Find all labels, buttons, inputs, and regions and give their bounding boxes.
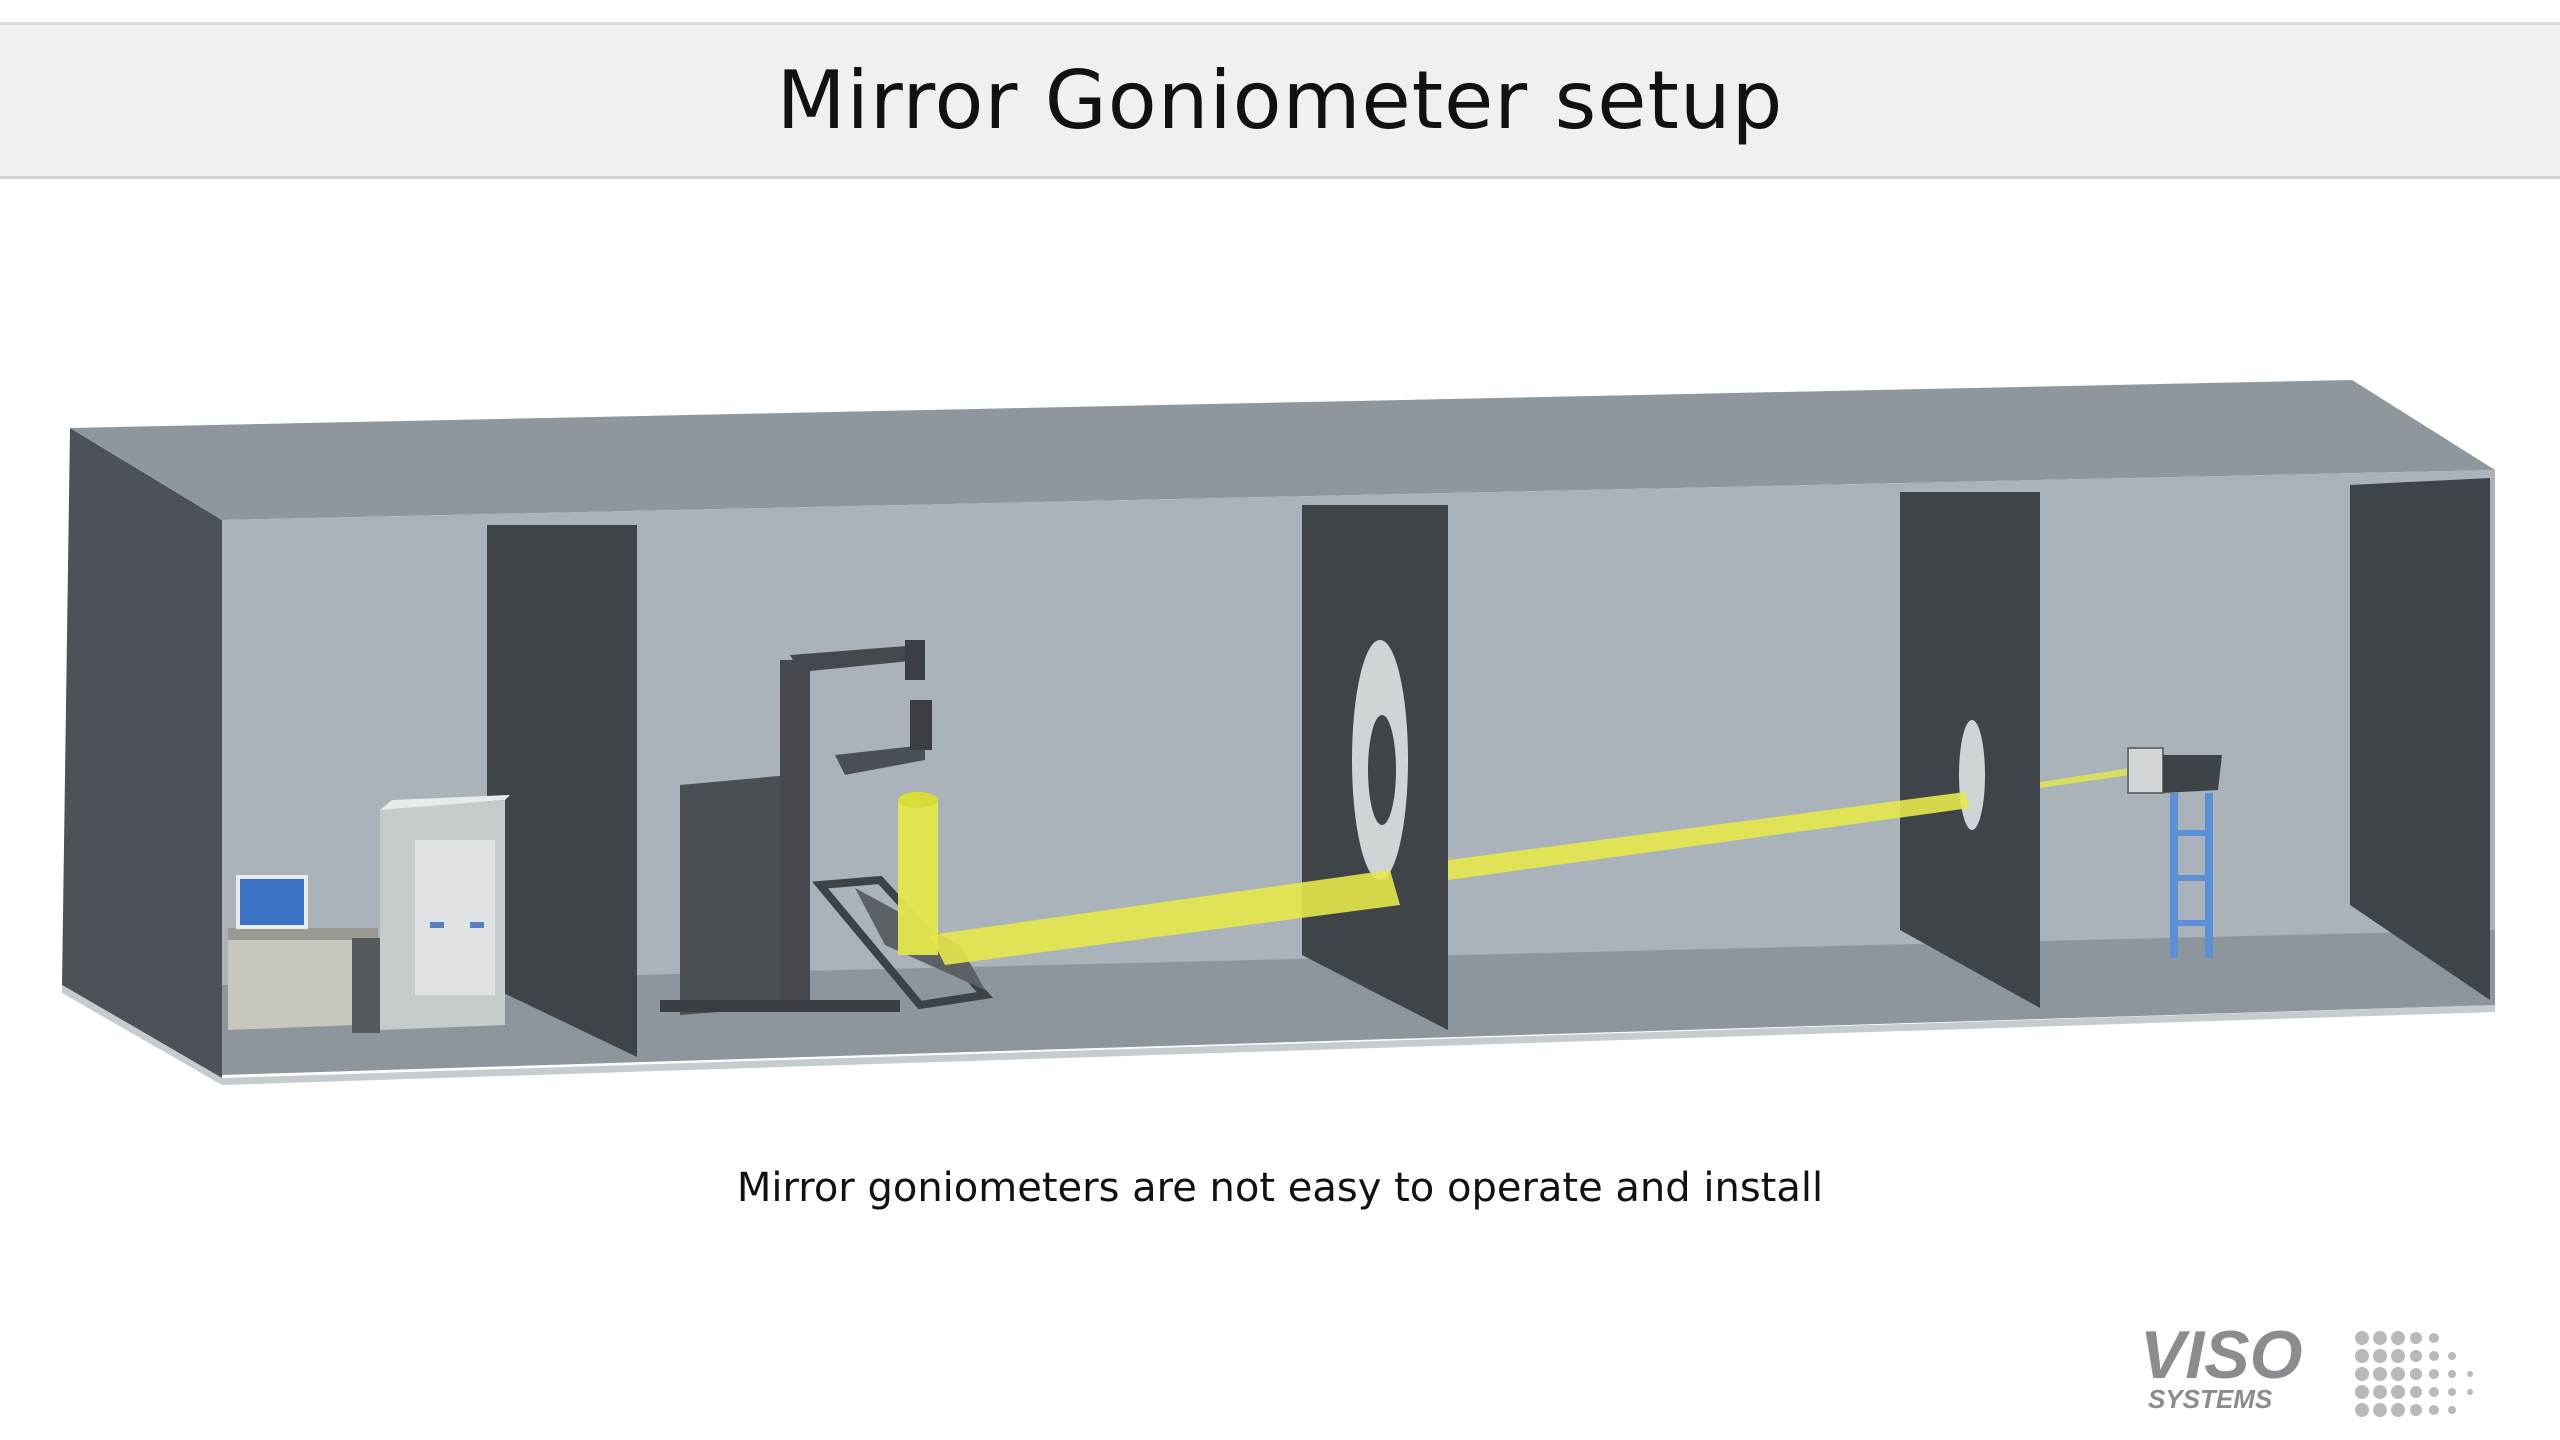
baffle-1-aperture <box>1368 715 1396 825</box>
computer-monitor <box>236 875 308 929</box>
room-left-wall <box>62 428 222 1078</box>
cabinet-indicator <box>430 922 444 928</box>
control-cabinet-side <box>380 795 510 810</box>
light-beam <box>1448 792 1970 880</box>
goniometer-frame <box>812 875 993 1010</box>
photometer-stand-rung <box>2170 830 2213 836</box>
goniometer-column <box>780 660 810 1005</box>
light-beam-vertical <box>898 800 938 955</box>
light-source <box>898 792 938 808</box>
computer-desk <box>228 935 355 1030</box>
baffle-2-aperture <box>1959 720 1985 830</box>
goniometer-arm-upper <box>790 645 920 672</box>
room-ceiling <box>70 380 2495 520</box>
goniometer-foot <box>660 1000 900 1012</box>
light-beam <box>930 870 1400 965</box>
logo-dot-grid <box>2355 1331 2473 1417</box>
title-bar: Mirror Goniometer setup <box>0 22 2560 179</box>
logo-subtitle: SYSTEMS <box>2148 1384 2273 1414</box>
room-floor <box>222 930 2495 1075</box>
goniometer-base <box>680 775 810 1015</box>
computer-desk-leg <box>352 938 380 1033</box>
photometer-stand-rung <box>2170 920 2213 926</box>
slide-title: Mirror Goniometer setup <box>776 54 1784 147</box>
photometer-stand-rung <box>2170 875 2213 881</box>
goniometer-arm-lower-head <box>910 700 932 750</box>
cabinet-panel <box>415 840 495 995</box>
logo-brand: VISO <box>2140 1320 2303 1393</box>
partition-1 <box>487 525 637 1057</box>
goniometer-arm-head <box>905 640 925 680</box>
slide-caption: Mirror goniometers are not easy to opera… <box>736 1165 1824 1211</box>
computer-desk-top <box>228 928 378 940</box>
viso-systems-logo: VISO SYSTEMS <box>2140 1320 2473 1417</box>
photometer-body <box>2163 755 2222 793</box>
photometer-head <box>2127 747 2164 794</box>
goniometer-arm-lower <box>835 745 925 775</box>
light-beam <box>2040 768 2130 788</box>
room-right-wall <box>2350 478 2490 1000</box>
cabinet-indicator <box>470 922 484 928</box>
